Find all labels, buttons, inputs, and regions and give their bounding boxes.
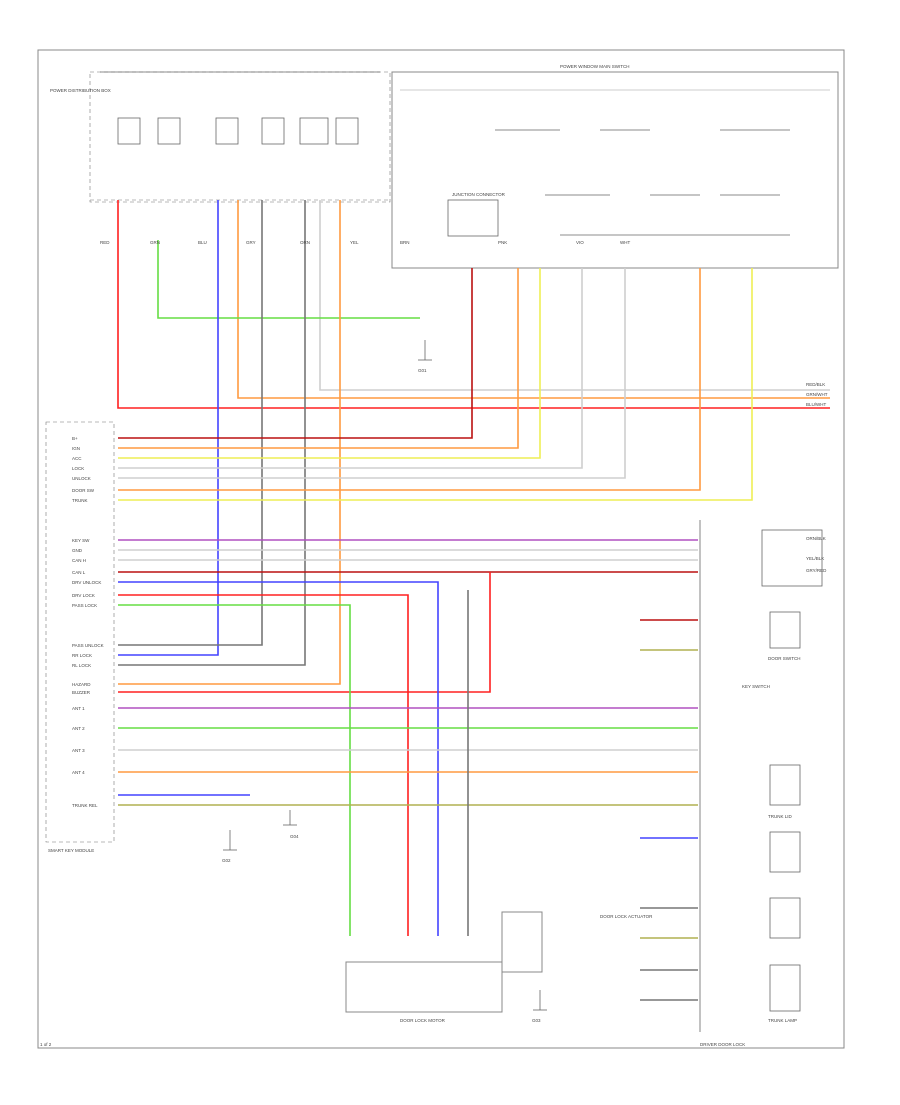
row-label-7: TRUNK: [72, 498, 88, 503]
door-switch-label: DOOR SWITCH: [768, 656, 801, 661]
ground-symbol-1: G01: [418, 340, 432, 373]
wire-red-trunk: [117, 200, 830, 409]
wires-layer: [117, 200, 830, 1001]
right-tag-3: BLU/WHT: [806, 402, 827, 407]
wire-gray-left2: [118, 200, 306, 666]
row-label-11: CAN L: [72, 570, 86, 575]
row-label-3: ACC: [72, 456, 82, 461]
row-label-12: DRV UNLOCK: [72, 580, 101, 585]
wire-red-down: [118, 594, 409, 936]
ground-3-label: G03: [532, 1018, 541, 1023]
top-tag-2: GRN: [150, 240, 160, 245]
wire-row-7: [118, 268, 753, 501]
top-tag-9: VIO: [576, 240, 584, 245]
wire-orange-left: [118, 200, 341, 685]
right-devices: DOOR SWITCH TRUNK LID TRUNK LAMP KEY SWI…: [600, 520, 823, 1032]
top-tag-6: YEL: [350, 240, 359, 245]
wire-row-3: [118, 268, 541, 459]
door-lock-motor: DOOR LOCK MOTOR: [345, 911, 543, 1023]
row-labels-layer: B+ IGN ACC LOCK UNLOCK DOOR SW TRUNK KEY SW GND C…: [72, 436, 104, 808]
wire-gray-trunk: [319, 200, 830, 391]
footer-right: DRIVER DOOR LOCK: [700, 1042, 745, 1047]
row-label-16: RR LOCK: [72, 653, 92, 658]
power-window-switch-label: POWER WINDOW MAIN SWITCH: [560, 64, 630, 69]
wire-row-5: [118, 268, 626, 479]
wire-row-6: [118, 268, 701, 491]
power-window-switch: POWER WINDOW MAIN SWITCH JUNCTION CONNEC…: [391, 64, 839, 269]
row-label-18: HAZARD: [72, 682, 91, 687]
right-tag-1: RED/BLK: [806, 382, 825, 387]
wire-row-11b: [118, 572, 491, 693]
wire-blue-down: [118, 581, 439, 936]
wire-green-down: [118, 604, 351, 936]
smart-key-module: SMART KEY MODULE: [45, 421, 115, 853]
wire-green-top: [157, 240, 420, 319]
row-label-20: ANT 1: [72, 706, 85, 711]
row-label-24: TRUNK REL: [72, 803, 98, 808]
door-lock-motor-label: DOOR LOCK MOTOR: [400, 1018, 446, 1023]
ground-symbol-3: G03: [532, 990, 547, 1023]
row-label-6: DOOR SW: [72, 488, 95, 493]
ground-symbol-2: G02: [222, 830, 237, 863]
junction-label: JUNCTION CONNECTOR: [452, 192, 506, 197]
key-switch-label: KEY SWITCH: [742, 684, 770, 689]
top-tag-4: GRY: [246, 240, 256, 245]
row-label-17: RL LOCK: [72, 663, 91, 668]
power-distribution-box: POWER DISTRIBUTION BOX: [50, 71, 391, 203]
top-tag-7: BRN: [400, 240, 410, 245]
top-tag-5: ORN: [300, 240, 310, 245]
wire-row-1: [118, 268, 473, 439]
trunk-lid-label: TRUNK LID: [768, 814, 793, 819]
ground-symbol-4: G04: [283, 810, 299, 839]
ground-2-label: G02: [222, 858, 231, 863]
ground-1-label: G01: [418, 368, 427, 373]
trunk-lamp-label: TRUNK LAMP: [768, 1018, 797, 1023]
right-tag-2: GRN/WHT: [806, 392, 828, 397]
top-tag-10: WHT: [620, 240, 630, 245]
smart-key-module-label: SMART KEY MODULE: [48, 848, 94, 853]
row-label-1: B+: [72, 436, 78, 441]
row-label-22: ANT 3: [72, 748, 85, 753]
row-label-14: PASS LOCK: [72, 603, 97, 608]
row-label-10: CAN H: [72, 558, 86, 563]
row-label-5: UNLOCK: [72, 476, 91, 481]
top-tag-1: RED: [100, 240, 110, 245]
row-label-13: DRV LOCK: [72, 593, 95, 598]
row-label-19: BUZZER: [72, 690, 91, 695]
footer-left: 1 of 2: [40, 1042, 52, 1047]
row-label-15: PASS UNLOCK: [72, 643, 104, 648]
row-label-21: ANT 2: [72, 726, 85, 731]
wire-orange-trunk: [237, 200, 830, 399]
right-tag-5: YEL/BLK: [806, 556, 824, 561]
right-tag-6: GRY/RED: [806, 568, 827, 573]
outer-frame: [37, 49, 845, 1049]
top-tag-8: PNK: [498, 240, 507, 245]
top-tag-3: BLU: [198, 240, 207, 245]
row-label-2: IGN: [72, 446, 80, 451]
wire-row-2: [118, 268, 519, 449]
ground-4-label: G04: [290, 834, 299, 839]
row-label-9: GND: [72, 548, 83, 553]
power-box-label: POWER DISTRIBUTION BOX: [50, 88, 111, 93]
row-label-4: LOCK: [72, 466, 84, 471]
wire-blue-top: [118, 200, 219, 656]
wire-row-4: [118, 268, 583, 469]
row-label-23: ANT 4: [72, 770, 85, 775]
wire-gray-left: [118, 200, 263, 646]
row-label-8: KEY SW: [72, 538, 90, 543]
door-lock-actuator-label: DOOR LOCK ACTUATOR: [600, 914, 653, 919]
right-tag-4: ORN/BLK: [806, 536, 826, 541]
tag-labels-layer: RED GRN BLU GRY ORN YEL BRN PNK VIO WHT RED/BLK GRN…: [100, 240, 828, 573]
